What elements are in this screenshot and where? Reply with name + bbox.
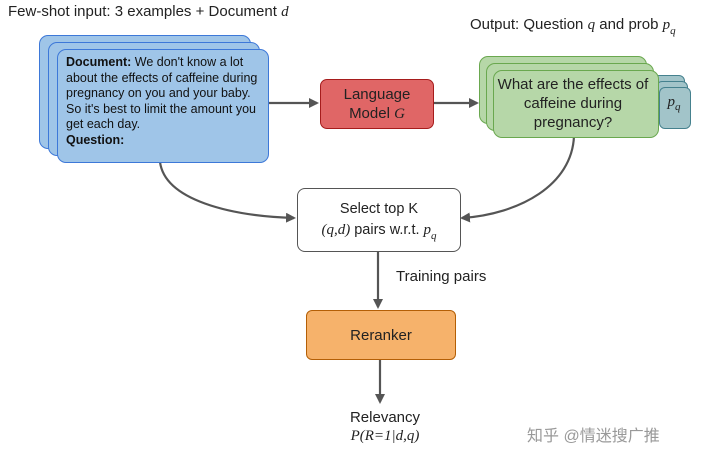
select-pair-var: (q,d) bbox=[321, 221, 351, 238]
select-line1: Select top K bbox=[339, 200, 419, 217]
generated-question: What are the effects of caffeine during … bbox=[497, 75, 649, 131]
select-top-k-box: Select top K (q,d) pairs w.r.t. pq bbox=[297, 188, 461, 252]
arrow-output-to-select bbox=[460, 135, 576, 223]
document-label: Document: bbox=[66, 55, 132, 69]
output-card-front bbox=[493, 70, 659, 138]
relevancy-label: Relevancy bbox=[349, 409, 421, 426]
select-p-var: p bbox=[423, 221, 432, 238]
input-title: Few-shot input: 3 examples + Document d bbox=[8, 3, 289, 20]
output-title: Output: Question q and prob pq bbox=[470, 16, 676, 37]
relevancy-output: Relevancy P(R=1|d,q) bbox=[330, 409, 440, 445]
select-line2: pairs w.r.t. bbox=[354, 221, 420, 238]
prob-card-front bbox=[659, 87, 691, 129]
doc-card-front bbox=[57, 49, 269, 163]
lm-line1: Language bbox=[343, 85, 411, 103]
lm-line2: Model bbox=[349, 104, 390, 122]
lm-var: G bbox=[394, 105, 405, 122]
watermark: 知乎 @情迷搜广推 bbox=[527, 428, 660, 445]
document-body: We don't know a lot about the effects of… bbox=[66, 55, 258, 131]
document-text: Document: We don't know a lot about the … bbox=[66, 55, 264, 148]
arrow-doc-to-select bbox=[158, 161, 296, 223]
language-model-box: Language Model G bbox=[320, 79, 434, 129]
training-pairs-label: Training pairs bbox=[396, 268, 487, 285]
question-label: Question: bbox=[66, 132, 125, 147]
reranker-box: Reranker bbox=[306, 310, 456, 360]
relevancy-formula: P(R=1|d,q) bbox=[350, 428, 420, 444]
